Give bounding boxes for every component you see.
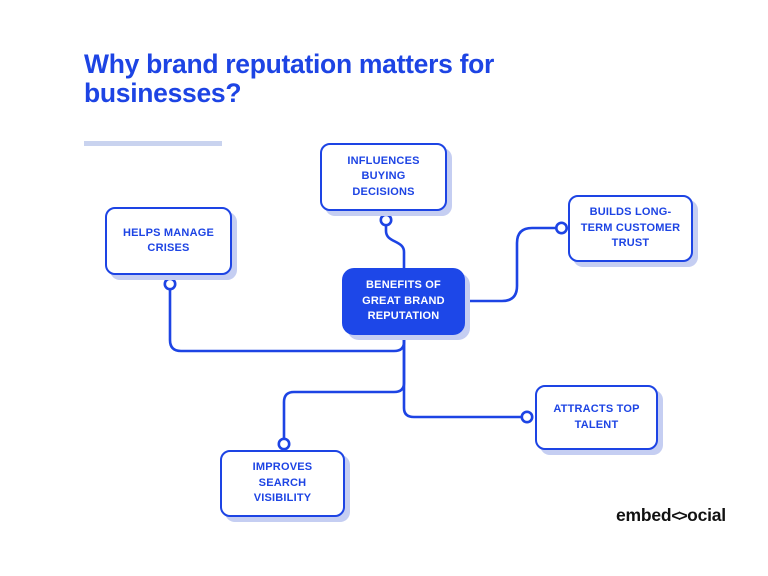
- node-label: BUILDS LONG-TERM CUSTOMER TRUST: [580, 206, 681, 250]
- center-node-label: BENEFITS OF GREAT BRAND REPUTATION: [362, 279, 445, 323]
- embedsocial-logo: embed<>ocial: [616, 505, 726, 526]
- node-label: IMPROVES SEARCH VISIBILITY: [252, 461, 313, 505]
- node-benefits-of-great-brand-reputation: BENEFITS OF GREAT BRAND REPUTATION: [342, 268, 465, 335]
- node-improves-search-visibility: IMPROVES SEARCH VISIBILITY: [220, 450, 345, 517]
- connector-dot-attracts: [520, 410, 534, 424]
- logo-text-prefix: embed: [616, 505, 672, 525]
- node-helps-manage-crises: HELPS MANAGE CRISES: [105, 207, 232, 275]
- connector-influences: [384, 224, 406, 270]
- connector-dot-builds: [554, 221, 568, 235]
- connector-dot-influences: [379, 213, 393, 227]
- node-label: ATTRACTS TOP TALENT: [553, 403, 640, 431]
- title-underline: [84, 141, 222, 146]
- connector-builds: [463, 226, 557, 303]
- logo-s-chevron-icon: <>: [671, 508, 687, 525]
- node-builds-long-term-customer-trust: BUILDS LONG-TERM CUSTOMER TRUST: [568, 195, 693, 262]
- node-influences-buying-decisions: INFLUENCES BUYING DECISIONS: [320, 143, 447, 211]
- connector-dot-helps: [163, 277, 177, 291]
- node-label: HELPS MANAGE CRISES: [122, 226, 215, 255]
- logo-text-suffix: ocial: [687, 505, 726, 525]
- node-attracts-top-talent: ATTRACTS TOP TALENT: [535, 385, 658, 450]
- page-title: Why brand reputation matters for busines…: [84, 49, 495, 108]
- connector-dot-improves: [277, 437, 291, 451]
- node-label: INFLUENCES BUYING DECISIONS: [347, 154, 420, 198]
- connector-attracts: [402, 333, 523, 419]
